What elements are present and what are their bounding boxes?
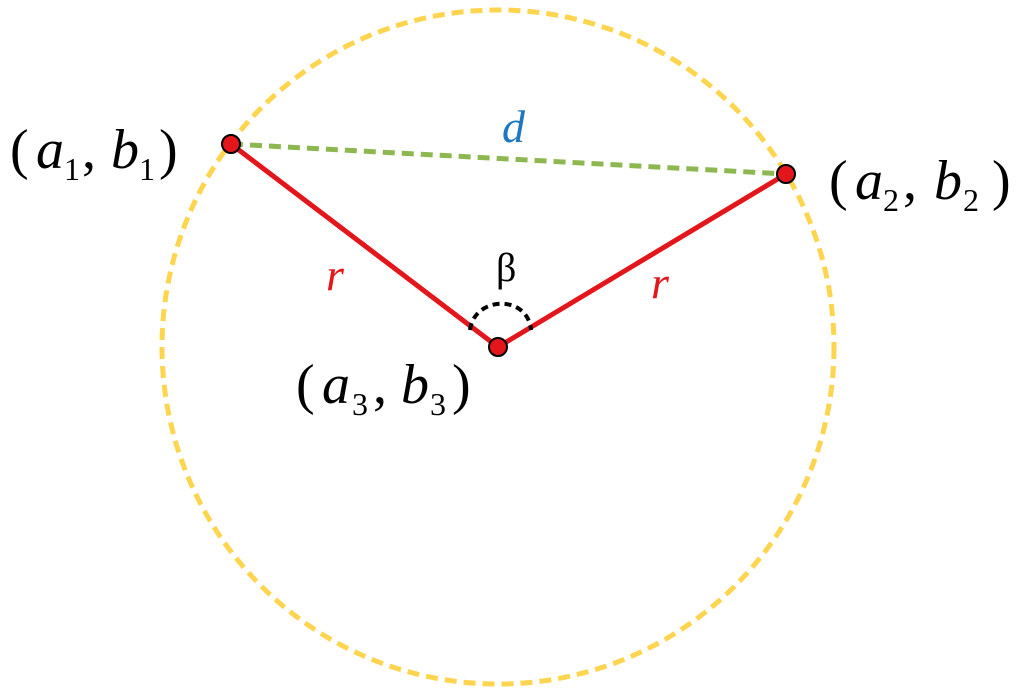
angle-label-beta: β: [496, 245, 516, 290]
svg-text:b: b: [401, 354, 429, 416]
svg-text:a: a: [855, 150, 883, 212]
svg-text:b: b: [111, 119, 139, 181]
svg-text:(: (: [829, 150, 848, 212]
chord-label: d: [502, 101, 526, 152]
svg-text:(: (: [10, 119, 29, 181]
svg-text:(: (: [296, 354, 315, 416]
svg-text:,: ,: [903, 150, 917, 212]
svg-text:): ): [992, 150, 1011, 212]
radius-line-left: [229, 142, 500, 349]
svg-text:3: 3: [352, 386, 368, 422]
radius-label-right: r: [651, 257, 670, 308]
point-label-a2-b2: ( a 2 , b 2 ): [829, 150, 1011, 218]
svg-text:,: ,: [82, 119, 96, 181]
chord-line: [230, 141, 787, 177]
point-label-a3-b3: ( a 3 , b 3 ): [296, 354, 471, 422]
svg-text:a: a: [322, 354, 350, 416]
radius-label-left: r: [326, 249, 345, 300]
svg-text:2: 2: [883, 182, 899, 218]
radius-line-right: [496, 171, 788, 350]
svg-text:): ): [452, 354, 471, 416]
angle-arc: [468, 301, 533, 331]
point-label-a1-b1: ( a 1 , b 1 ): [10, 119, 178, 187]
svg-text:1: 1: [64, 151, 80, 187]
svg-text:a: a: [36, 119, 64, 181]
svg-text:2: 2: [963, 182, 979, 218]
dashed-circle: [159, 7, 837, 687]
point-a2-b2: [776, 164, 796, 184]
point-a1-b1: [221, 134, 241, 154]
svg-text:,: ,: [373, 354, 387, 416]
svg-text:3: 3: [430, 386, 446, 422]
svg-text:): ): [159, 119, 178, 181]
point-a3-b3: [488, 337, 508, 357]
svg-text:b: b: [934, 150, 962, 212]
svg-text:1: 1: [139, 151, 155, 187]
